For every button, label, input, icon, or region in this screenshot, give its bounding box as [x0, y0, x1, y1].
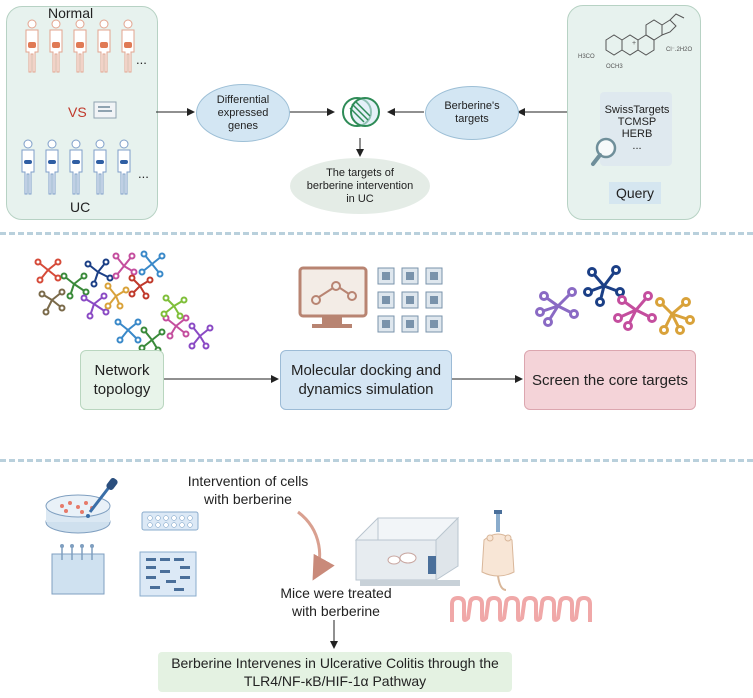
db-item: TCMSP	[617, 116, 657, 128]
normal-label: Normal	[48, 5, 94, 21]
berberine-targets-label: Berberine's targets	[444, 100, 500, 125]
differential-genes-label: Differential expressed genes	[216, 93, 270, 132]
query-label-box: Query	[609, 182, 661, 204]
screen-core-targets-box: Screen the core targets	[524, 350, 696, 410]
conclusion-label: Berberine Intervenes in Ulcerative Colit…	[171, 655, 499, 689]
mice-treated-label: Mice were treated with berberine	[266, 584, 406, 620]
uc-targets-label: The targets of berberine intervention in…	[306, 166, 414, 205]
network-topology-box: Network topology	[80, 350, 164, 410]
chloride-label: Cl⁻.2H2O	[666, 47, 693, 53]
uc-targets-ellipse: The targets of berberine intervention in…	[290, 158, 430, 214]
berberine-targets-ellipse: Berberine's targets	[425, 86, 519, 140]
conclusion-box: Berberine Intervenes in Ulcerative Colit…	[158, 652, 512, 692]
cation-plus: +	[632, 40, 637, 47]
db-item: SwissTargets	[604, 104, 670, 116]
uc-ellipsis: ...	[138, 166, 149, 181]
methoxy-label-2: OCH3	[606, 64, 623, 70]
db-item: HERB	[621, 128, 653, 140]
divider-2	[0, 459, 753, 462]
query-label: Query	[615, 185, 655, 201]
database-list: SwissTargets TCMSP HERB ...	[598, 104, 676, 152]
divider-1	[0, 232, 753, 235]
normal-ellipsis: ...	[136, 52, 147, 67]
vs-label: VS	[68, 104, 87, 120]
network-topology-label: Network topology	[93, 362, 151, 398]
docking-simulation-label: Molecular docking and dynamics simulatio…	[290, 362, 442, 398]
uc-label: UC	[70, 199, 91, 215]
cells-intervention-text: Intervention of cells with berberine	[187, 473, 309, 507]
db-item: ...	[632, 140, 642, 152]
docking-simulation-box: Molecular docking and dynamics simulatio…	[280, 350, 452, 410]
screen-core-targets-label: Screen the core targets	[532, 371, 688, 389]
methoxy-label-1: H3CO	[578, 54, 595, 60]
differential-genes-ellipse: Differential expressed genes	[196, 84, 290, 142]
cells-intervention-label: Intervention of cells with berberine	[176, 472, 320, 508]
mice-treated-text: Mice were treated with berberine	[280, 585, 392, 619]
